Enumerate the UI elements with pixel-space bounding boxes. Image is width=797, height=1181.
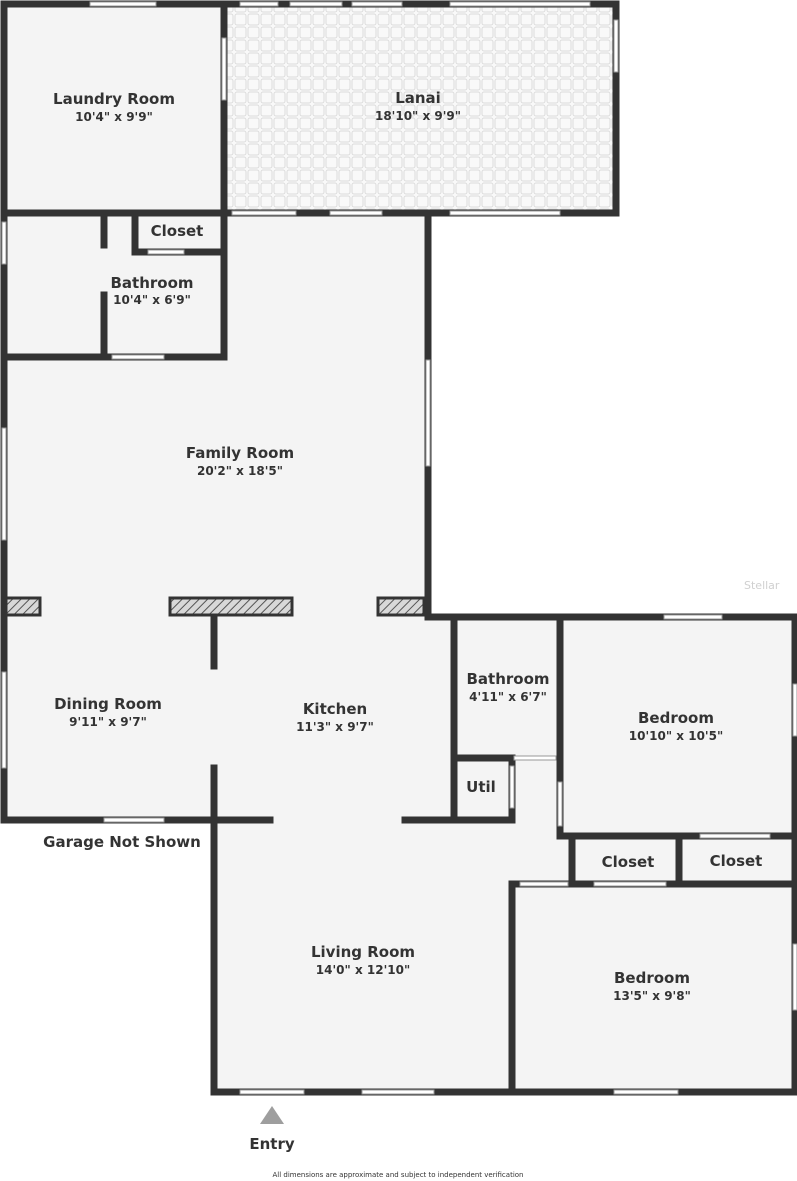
south-bedroom-dim: 13'5" x 9'8"	[613, 989, 691, 1003]
north-bathroom-dim: 10'4" x 6'9"	[113, 293, 191, 307]
entry-label: Entry	[249, 1135, 294, 1153]
disclaimer: All dimensions are approximate and subje…	[273, 1171, 524, 1179]
util-name: Util	[466, 778, 496, 796]
main-floor	[4, 213, 795, 1092]
kitchen-name: Kitchen	[303, 700, 367, 718]
closet-left-name: Closet	[602, 853, 655, 871]
laundry-room-dim: 10'4" x 9'9"	[75, 110, 153, 124]
lanai-floor	[224, 4, 616, 213]
garage-note: Garage Not Shown	[43, 833, 201, 851]
living-room-name: Living Room	[311, 943, 415, 961]
lanai-dim: 18'10" x 9'9"	[375, 109, 461, 123]
living-room-dim: 14'0" x 12'10"	[316, 963, 410, 977]
north-closet-name: Closet	[151, 222, 204, 240]
family-room-name: Family Room	[186, 444, 294, 462]
lanai-name: Lanai	[395, 89, 441, 107]
closet-right-name: Closet	[710, 852, 763, 870]
half-walls	[4, 596, 426, 617]
watermark: Stellar	[744, 579, 780, 592]
laundry-room-floor	[4, 4, 224, 213]
dining-room-name: Dining Room	[54, 695, 162, 713]
east-bedroom-dim: 10'10" x 10'5"	[629, 729, 723, 743]
kitchen-dim: 11'3" x 9'7"	[296, 720, 374, 734]
south-bathroom-name: Bathroom	[466, 670, 549, 688]
east-bedroom-name: Bedroom	[638, 709, 714, 727]
floor-areas	[4, 4, 795, 1092]
laundry-room-name: Laundry Room	[53, 90, 175, 108]
entry-marker-icon	[260, 1106, 284, 1124]
south-bedroom-name: Bedroom	[614, 969, 690, 987]
windows	[1, 1, 797, 1095]
family-room-dim: 20'2" x 18'5"	[197, 464, 283, 478]
north-bathroom-name: Bathroom	[110, 274, 193, 292]
dining-room-dim: 9'11" x 9'7"	[69, 715, 147, 729]
south-bathroom-dim: 4'11" x 6'7"	[469, 690, 547, 704]
